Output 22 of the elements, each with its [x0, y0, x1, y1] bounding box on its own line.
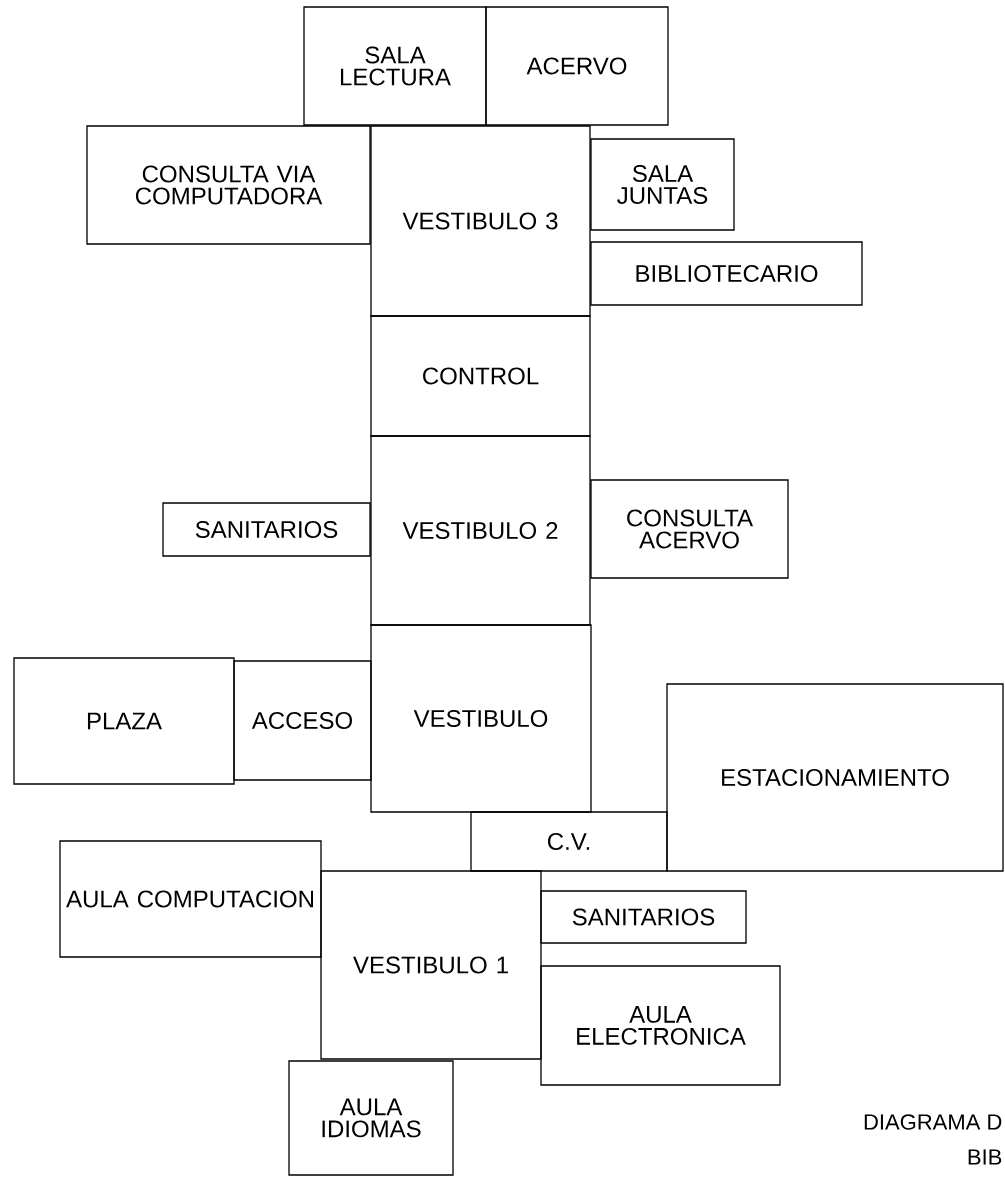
room-box: SANITARIOS — [162, 502, 371, 557]
room-box: AULA IDIOMAS — [288, 1060, 454, 1176]
room-box: C.V. — [470, 811, 668, 872]
room-box: VESTIBULO 2 — [370, 435, 591, 626]
room-box: ACERVO — [485, 6, 669, 126]
room-box: VESTIBULO 3 — [370, 125, 591, 317]
room-box: PLAZA — [13, 657, 235, 785]
room-box: CONSULTA VIA COMPUTADORA — [86, 125, 371, 245]
room-box: SANITARIOS — [540, 890, 747, 944]
room-box: ESTACIONAMIENTO — [666, 683, 1004, 872]
caption-text: BIB — [968, 1149, 1002, 1165]
room-box: VESTIBULO — [370, 624, 592, 813]
room-box: VESTIBULO 1 — [320, 870, 542, 1060]
room-box: SALA JUNTAS — [590, 138, 735, 231]
room-box: BIBLIOTECARIO — [590, 241, 863, 306]
room-box: CONSULTA ACERVO — [590, 479, 789, 579]
room-box: AULA ELECTRONICA — [540, 965, 781, 1086]
caption-text: DIAGRAMA D — [864, 1114, 1002, 1130]
room-box: ACCESO — [233, 660, 372, 781]
room-box: AULA COMPUTACION — [59, 840, 322, 958]
room-box: CONTROL — [370, 315, 591, 437]
room-box: SALA LECTURA — [303, 6, 487, 126]
